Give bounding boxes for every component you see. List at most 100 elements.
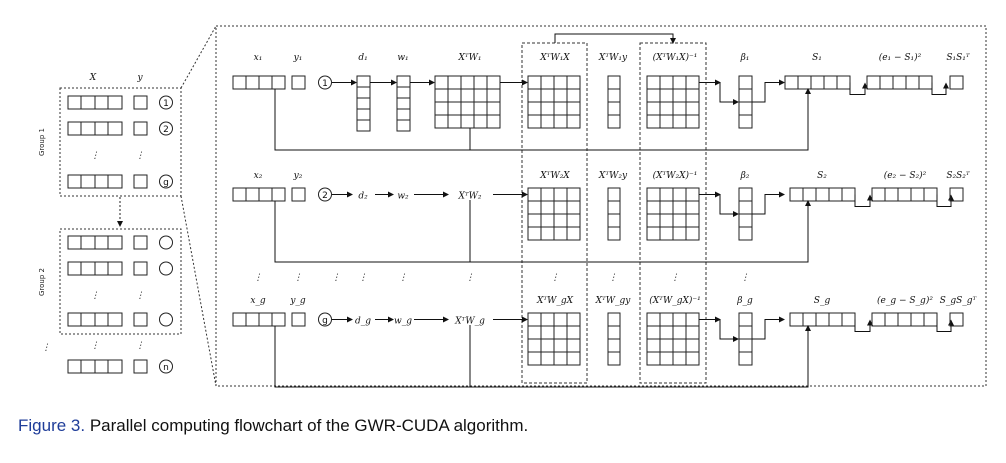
flow-path (752, 79, 785, 103)
residual-label-g: (e_g − S_g)² (877, 295, 933, 306)
s-label-1: S₁ (812, 53, 822, 63)
s-label-g: S_g (814, 296, 831, 306)
xtwx-to-inverse-link (554, 33, 676, 44)
flow-path (931, 82, 949, 95)
group-2-row-1 (67, 235, 173, 250)
feedback-line-2 (274, 201, 522, 263)
left-panel: X y Group 1 1 2 ⋮ ⋮ g (38, 73, 182, 374)
xtwx-label-2: XᵀW₂X (539, 171, 570, 181)
xtw-label-g: XᵀW_g (454, 317, 485, 327)
group-1-box (59, 87, 182, 197)
ellipsis-g2-y: ⋮ (136, 291, 145, 301)
residual-label-1: (e₁ − S₁)² (879, 52, 922, 63)
w-vector-1 (396, 75, 411, 132)
inverse-label-g: (XᵀW_gX)⁻¹ (649, 295, 701, 306)
group-1-row-g: g (67, 174, 173, 189)
flow-path (752, 191, 785, 215)
group-1-row-1: 1 (67, 95, 173, 110)
group-2-label: Group 2 (38, 268, 46, 296)
marker-n: n (163, 363, 169, 373)
row-marker-g (318, 312, 332, 327)
xtwy-label-g: XᵀW_gy (595, 296, 632, 306)
column-y-label: y (136, 73, 143, 83)
zoom-line-bottom (180, 195, 217, 387)
group-1-row-2: 2 (67, 121, 173, 136)
feedback-to-s-2 (522, 200, 811, 263)
residual-vector-g (871, 312, 938, 327)
marker-2: 2 (163, 125, 169, 135)
sst-label-1: S₁S₁ᵀ (946, 53, 971, 63)
marker-g: g (163, 178, 169, 188)
w-label-1: w₁ (397, 53, 408, 63)
sst-label-2: S₂S₂ᵀ (946, 171, 971, 181)
x-label-1: x₁ (254, 53, 263, 63)
last-row-n: n (67, 359, 173, 374)
row-marker-text-2: 2 (322, 191, 328, 201)
ellipsis-col-0: ⋮ (254, 273, 263, 283)
s-vector-g (789, 312, 856, 327)
d-label-1: d₁ (358, 53, 367, 63)
ellipsis-g2-x: ⋮ (91, 291, 100, 301)
sst-cell-g (949, 312, 964, 327)
xtwx-label-g: XᵀW_gX (536, 296, 574, 306)
flow-path (849, 82, 868, 95)
flow-path (936, 319, 954, 332)
d-label-2: d₂ (358, 192, 368, 202)
row-marker-2 (318, 187, 332, 202)
feedback-to-s-1 (522, 88, 811, 151)
flow-path (936, 194, 954, 207)
detail-frame (215, 25, 987, 387)
beta-label-g: β_g (736, 296, 753, 306)
x-label-g: x_g (250, 296, 266, 306)
group-2-row-3 (67, 312, 173, 327)
residual-label-2: (e₂ − S₂)² (884, 170, 927, 181)
d-vector-1 (356, 75, 371, 132)
ellipsis-col-3: ⋮ (359, 273, 368, 283)
sst-cell-1 (949, 75, 964, 90)
feedback-line-1 (274, 89, 522, 151)
ellipsis-col-1: ⋮ (294, 273, 303, 283)
caption-label: Figure 3. (18, 416, 86, 435)
zoom-line-top (180, 25, 217, 89)
y-cell-g (291, 312, 306, 327)
row-marker-1 (318, 75, 332, 90)
ellipsis-col-9: ⋮ (741, 273, 750, 283)
marker-1: 1 (163, 99, 169, 109)
ellipsis-col-7: ⋮ (609, 273, 618, 283)
ellipsis-g1-x: ⋮ (91, 151, 100, 161)
flow-path (854, 194, 873, 207)
group-2-row-2 (67, 261, 173, 276)
ellipsis-bottom-x: ⋮ (91, 341, 100, 351)
feedback-line-g (274, 326, 522, 388)
residual-vector-1 (866, 75, 933, 90)
s-vector-1 (784, 75, 851, 90)
y-cell-1 (291, 75, 306, 90)
figure-caption: Figure 3. Parallel computing flowchart o… (18, 416, 528, 436)
xtwx-label-1: XᵀW₁X (539, 53, 570, 63)
caption-text: Parallel computing flowchart of the GWR-… (89, 416, 529, 435)
x-label-2: x₂ (254, 171, 263, 181)
ellipsis-col-4: ⋮ (399, 273, 408, 283)
xtwy-label-1: XᵀW₁y (598, 53, 628, 63)
ellipsis-g1-y: ⋮ (136, 151, 145, 161)
group-1-label: Group 1 (38, 128, 46, 156)
sst-label-g: S_gS_gᵀ (940, 296, 978, 306)
ellipsis-col-8: ⋮ (671, 273, 680, 283)
s-label-2: S₂ (817, 171, 827, 181)
xtwy-label-2: XᵀW₂y (598, 171, 628, 181)
column-x-label: X (89, 73, 97, 83)
y-label-1: y₁ (293, 53, 303, 63)
sst-cell-2 (949, 187, 964, 202)
w-label-g: w_g (394, 317, 412, 327)
ellipsis-left: ⋮ (42, 343, 51, 353)
ellipsis-col-2: ⋮ (332, 273, 341, 283)
beta-label-1: β₁ (740, 53, 750, 63)
ellipsis-bottom-y: ⋮ (136, 341, 145, 351)
y-label-2: y₂ (293, 171, 303, 181)
xtw-label-2: XᵀW₂ (457, 192, 481, 202)
ellipsis-col-6: ⋮ (551, 273, 560, 283)
d-label-g: d_g (355, 317, 371, 327)
